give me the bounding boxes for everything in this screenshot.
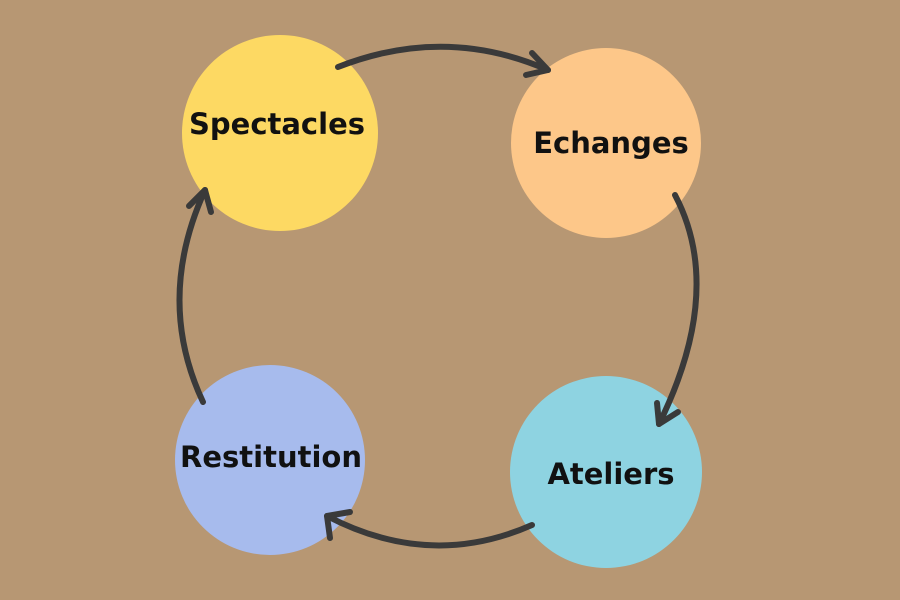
arrow-ateliers-to-restitution xyxy=(324,509,535,549)
node-spectacles-label: Spectacles xyxy=(189,107,365,141)
node-echanges-label: Echanges xyxy=(533,126,689,160)
arrow-echanges-to-ateliers xyxy=(654,192,700,427)
node-echanges-circle xyxy=(511,48,701,238)
node-ateliers-circle xyxy=(510,376,702,568)
node-ateliers-label: Ateliers xyxy=(547,457,674,491)
arrow-spectacles-to-echanges xyxy=(335,43,551,78)
node-restitution-label: Restitution xyxy=(180,440,362,474)
node-restitution-circle xyxy=(175,365,365,555)
arrow-restitution-to-spectacles xyxy=(176,187,214,405)
node-spectacles-circle xyxy=(182,35,378,231)
